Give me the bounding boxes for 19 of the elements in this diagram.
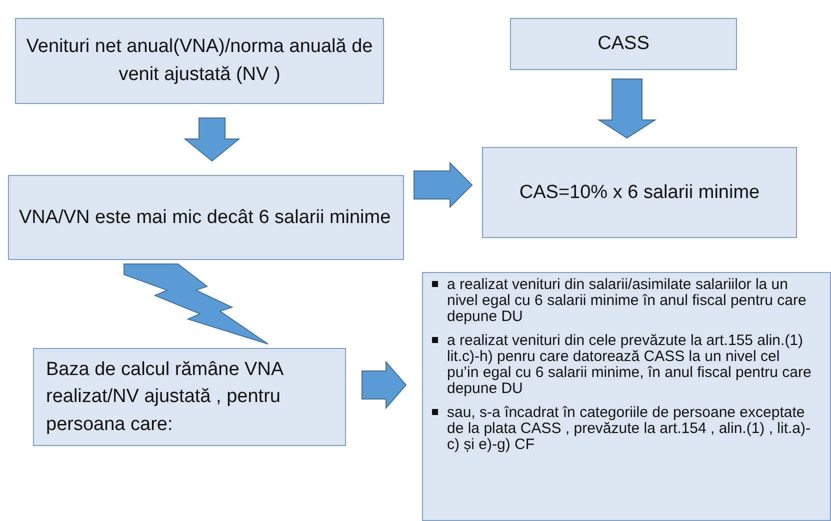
process-box xyxy=(15,18,384,104)
process-box xyxy=(33,348,346,446)
box-text: CASS xyxy=(598,32,650,56)
lightning-arrow xyxy=(124,264,268,344)
process-box xyxy=(8,175,404,260)
block-arrow xyxy=(597,78,657,139)
block-arrow xyxy=(362,360,407,410)
box-text: VNA/VN este mai mic decât 6 salarii minime xyxy=(19,206,392,230)
box-text: Venituri net anual(VNA)/norma anuală de venit ajustată (NV ) xyxy=(26,35,373,87)
block-arrow xyxy=(184,118,240,162)
process-box xyxy=(510,18,737,70)
text-panel xyxy=(422,272,831,521)
box-text: CAS=10% x 6 salarii minime xyxy=(519,180,760,205)
bullet-item: a realizat venituri din cele prevăzute la art.155 alin.(1) lit.c)-h) penru care datorează CASS la un nivel cel pu’in egal cu 6 salarii minime, în anul fiscal pentru care depune DU xyxy=(429,333,828,396)
process-box xyxy=(482,147,797,238)
bullet-item: a realizat venituri din salarii/asimilate salariilor la un nivel egal cu 6 salarii minime în anul fiscal pentru care depune DU xyxy=(429,277,828,324)
box-text: Baza de calcul rămâne VNA realizat/NV ajustată , pentru persoana care: xyxy=(46,358,284,437)
block-arrow xyxy=(414,162,473,208)
bullet-item: sau, s-a încadrat în categoriile de persoane exceptate de la plata CASS , prevăzute la art.154 , alin.(1) , lit.a)-c) și e)-g) CF xyxy=(429,405,828,452)
